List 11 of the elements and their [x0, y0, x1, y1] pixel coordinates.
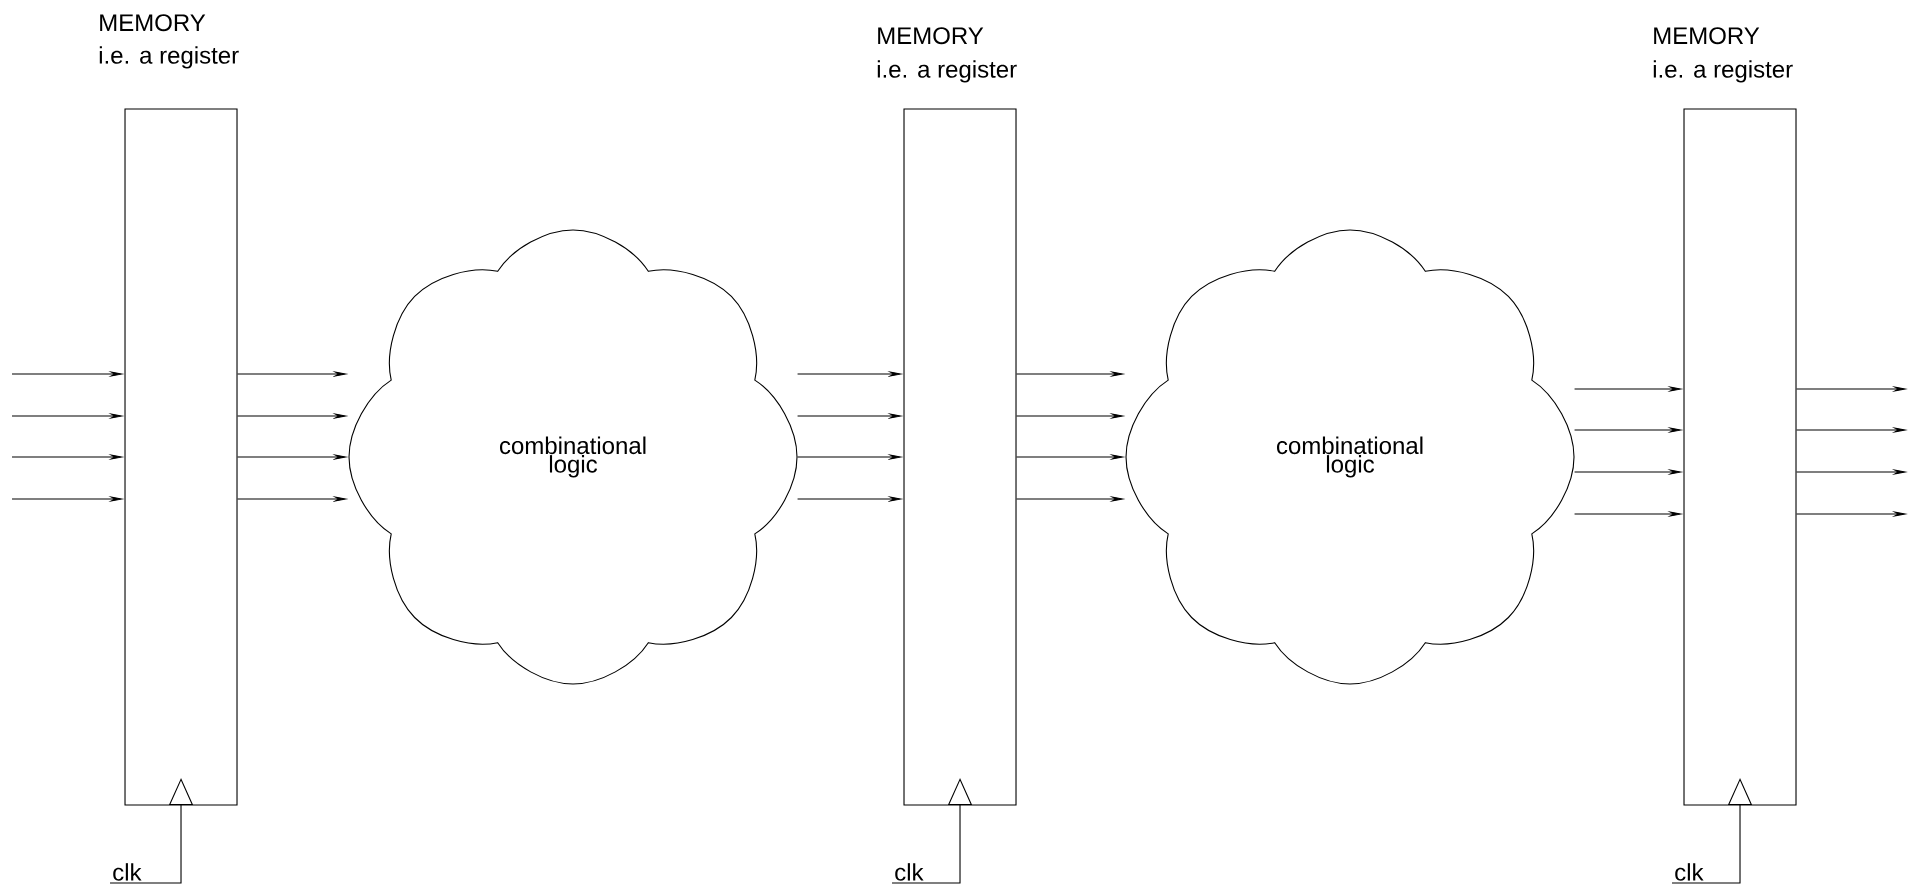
register-title: MEMORY — [100, 14, 206, 32]
logic-cloud: combinational logic — [348, 229, 798, 685]
logic-cloud: combinational logic — [1125, 229, 1575, 685]
register-subtitle: i.e. a register — [877, 60, 1017, 83]
clock-label: clk — [895, 863, 924, 881]
clock-label: clk — [113, 863, 142, 881]
register-subtitle: i.e. a register — [99, 46, 239, 69]
register-title: MEMORY — [878, 27, 984, 45]
register-title: MEMORY — [1654, 27, 1760, 45]
register-subtitle: i.e. a register — [1653, 60, 1793, 83]
clock-label: clk — [1675, 863, 1704, 881]
